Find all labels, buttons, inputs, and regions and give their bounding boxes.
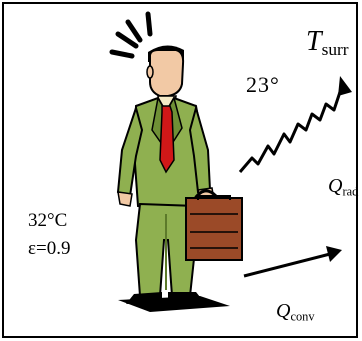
q-rad-symbol: Q (328, 175, 342, 197)
surr-subscript: surr (322, 40, 349, 59)
surroundings-temperature-label: Tsurr (306, 26, 349, 60)
tie (160, 106, 174, 172)
emissivity-label: ε=0.9 (28, 238, 70, 260)
rad-subscript: rad (342, 185, 358, 199)
radiation-heat-label: Qrad (328, 175, 358, 200)
surprise-marks-icon (112, 14, 150, 56)
convection-arrow (244, 246, 342, 276)
conv-subscript: conv (290, 310, 314, 324)
t-symbol: T (306, 26, 322, 57)
briefcase-icon (186, 191, 242, 260)
q-conv-symbol: Q (276, 300, 290, 322)
man-figure (118, 45, 214, 304)
body-temperature-label: 32°C (28, 210, 67, 232)
convection-heat-label: Qconv (276, 300, 315, 325)
surroundings-temperature-value: 23° (246, 72, 280, 98)
